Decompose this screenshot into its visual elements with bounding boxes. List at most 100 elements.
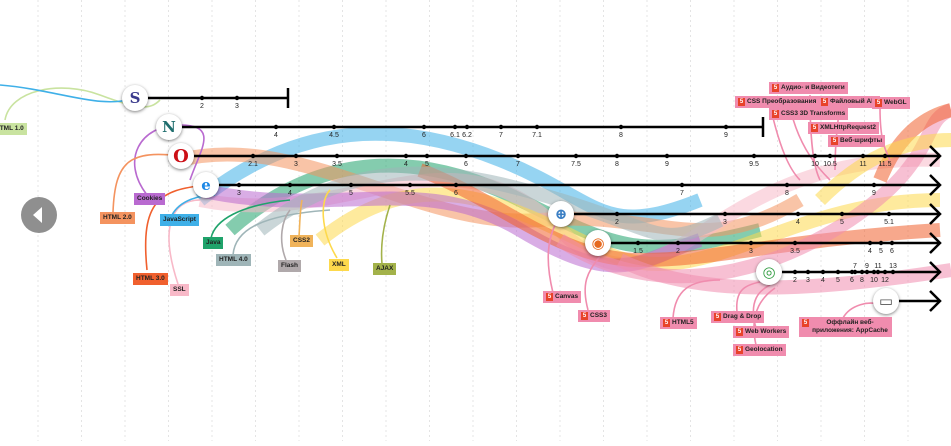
version-marker[interactable] <box>784 182 790 188</box>
version-marker[interactable] <box>463 153 469 159</box>
technology-tag[interactable]: SSL <box>170 284 189 296</box>
version-marker[interactable] <box>867 240 873 246</box>
feature-label: Drag & Drop <box>723 313 762 320</box>
version-marker[interactable] <box>722 211 728 217</box>
browser-icon-internet-explorer[interactable]: e <box>193 172 219 198</box>
technology-tag[interactable]: Flash <box>278 260 301 272</box>
browser-icon-opera[interactable]: O <box>168 143 194 169</box>
technology-tag[interactable]: Java <box>203 237 224 249</box>
version-marker[interactable] <box>573 153 579 159</box>
version-marker[interactable] <box>871 182 877 188</box>
version-marker[interactable] <box>452 124 458 130</box>
version-marker[interactable] <box>792 269 798 275</box>
version-marker[interactable] <box>234 95 240 101</box>
version-marker[interactable] <box>664 153 670 159</box>
version-marker[interactable] <box>498 124 504 130</box>
version-marker[interactable] <box>453 182 459 188</box>
version-marker[interactable] <box>334 153 340 159</box>
technology-tag[interactable]: HTML 1.0 <box>0 123 27 135</box>
version-marker[interactable] <box>723 124 729 130</box>
version-marker[interactable] <box>293 153 299 159</box>
version-marker[interactable] <box>852 269 858 275</box>
version-marker[interactable] <box>882 269 888 275</box>
version-marker[interactable] <box>236 182 242 188</box>
version-marker[interactable] <box>464 124 470 130</box>
back-arrow-button[interactable] <box>21 197 57 233</box>
version-marker[interactable] <box>421 124 427 130</box>
version-marker[interactable] <box>878 240 884 246</box>
version-marker[interactable] <box>250 153 256 159</box>
version-marker[interactable] <box>534 124 540 130</box>
version-marker[interactable] <box>199 95 205 101</box>
version-marker[interactable] <box>890 269 896 275</box>
version-marker[interactable] <box>812 153 818 159</box>
version-marker[interactable] <box>871 269 877 275</box>
version-label: 10 <box>811 161 819 168</box>
version-label: 2 <box>676 248 680 255</box>
browser-icon-firefox[interactable]: ◉ <box>585 230 611 256</box>
html5-icon: 5 <box>736 328 743 336</box>
version-marker[interactable] <box>860 153 866 159</box>
browser-icon-mosaic[interactable]: S <box>122 85 148 111</box>
version-marker[interactable] <box>403 153 409 159</box>
browser-icon-safari[interactable]: ⊕ <box>548 201 574 227</box>
version-marker[interactable] <box>751 153 757 159</box>
version-marker[interactable] <box>675 240 681 246</box>
version-marker[interactable] <box>618 124 624 130</box>
version-marker[interactable] <box>515 153 521 159</box>
version-marker[interactable] <box>820 269 826 275</box>
technology-tag[interactable]: CSS2 <box>290 235 313 247</box>
version-marker[interactable] <box>792 240 798 246</box>
technology-tag[interactable]: HTML 3.0 <box>133 273 168 285</box>
version-marker[interactable] <box>407 182 413 188</box>
technology-tag[interactable]: HTML 4.0 <box>216 254 251 266</box>
version-marker[interactable] <box>835 269 841 275</box>
technology-connector <box>547 224 556 294</box>
version-label: 5 <box>836 277 840 284</box>
version-marker[interactable] <box>864 269 870 275</box>
version-marker[interactable] <box>839 211 845 217</box>
technology-tag[interactable]: HTML 2.0 <box>100 212 135 224</box>
version-marker[interactable] <box>679 182 685 188</box>
version-marker[interactable] <box>273 124 279 130</box>
technology-tag[interactable]: AJAX <box>373 263 397 275</box>
browser-icon-chrome[interactable]: ◎ <box>756 259 782 285</box>
version-marker[interactable] <box>886 211 892 217</box>
version-marker[interactable] <box>424 153 430 159</box>
version-label: 9 <box>665 161 669 168</box>
version-marker[interactable] <box>614 153 620 159</box>
technology-tag[interactable]: JavaScript <box>160 214 199 226</box>
version-marker[interactable] <box>795 211 801 217</box>
version-marker[interactable] <box>882 153 888 159</box>
version-marker[interactable] <box>348 182 354 188</box>
browser-icon-netscape[interactable]: N <box>156 114 182 140</box>
version-marker[interactable] <box>748 240 754 246</box>
browser-icon-chrome-os[interactable]: ▭ <box>873 288 899 314</box>
feature-label: WebGL <box>884 99 907 106</box>
version-marker[interactable] <box>805 269 811 275</box>
version-marker[interactable] <box>331 124 337 130</box>
version-marker[interactable] <box>614 211 620 217</box>
version-marker[interactable] <box>635 240 641 246</box>
version-marker[interactable] <box>287 182 293 188</box>
technology-tag[interactable]: Cookies <box>134 193 166 205</box>
version-marker[interactable] <box>827 153 833 159</box>
technology-tag[interactable]: XML <box>329 259 349 271</box>
version-marker[interactable] <box>889 240 895 246</box>
version-marker[interactable] <box>859 269 865 275</box>
version-marker[interactable] <box>875 269 881 275</box>
